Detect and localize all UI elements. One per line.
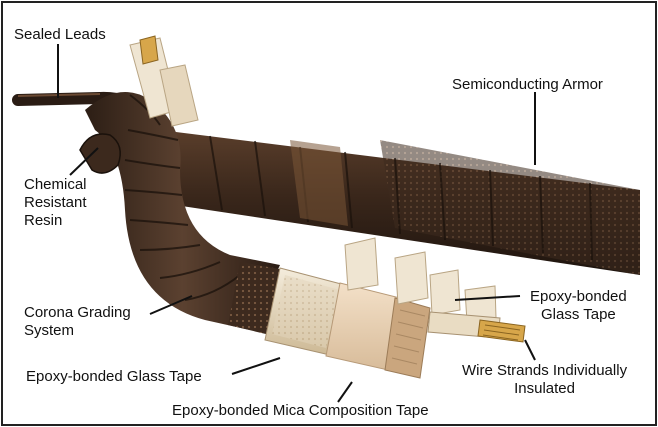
label-corona-grading-system: Corona Grading System [24, 304, 131, 340]
label-semiconducting-armor: Semiconducting Armor [452, 76, 603, 94]
label-epoxy-mica-tape: Epoxy-bonded Mica Composition Tape [172, 402, 429, 420]
label-corona-line1: Corona Grading [24, 304, 131, 322]
label-corona-line2: System [24, 322, 131, 340]
label-wire-strands: Wire Strands Individually Insulated [462, 362, 627, 398]
label-chemical-line3: Resin [24, 212, 87, 230]
leader-mica [338, 382, 352, 402]
semiconducting-armor-bar [160, 130, 640, 275]
leader-glass-bottom [232, 358, 280, 374]
label-epoxy-glass-tape-right: Epoxy-bonded Glass Tape [530, 288, 627, 324]
label-chemical-line2: Resistant [24, 194, 87, 212]
label-epoxy-glass-tape-bottom: Epoxy-bonded Glass Tape [26, 368, 202, 386]
label-glass-right-line1: Epoxy-bonded [530, 288, 627, 306]
chemical-resin-curl [80, 134, 120, 173]
leader-wire [525, 340, 535, 360]
label-chemical-resistant-resin: Chemical Resistant Resin [24, 176, 87, 230]
label-sealed-leads: Sealed Leads [14, 26, 106, 44]
label-wire-line1: Wire Strands Individually [462, 362, 627, 380]
label-wire-line2: Insulated [462, 380, 627, 398]
label-chemical-line1: Chemical [24, 176, 87, 194]
label-glass-right-line2: Glass Tape [530, 306, 627, 324]
